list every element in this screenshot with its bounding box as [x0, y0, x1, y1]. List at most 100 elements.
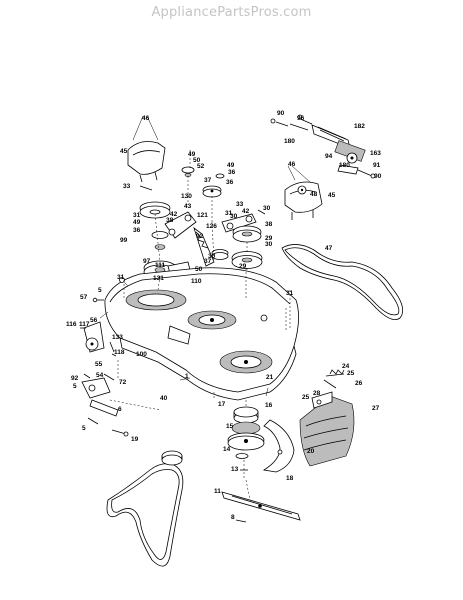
belt-cover-left — [127, 115, 166, 191]
part-label: 6 — [118, 406, 122, 413]
part-label: 163 — [370, 150, 381, 157]
part-label: 42 — [242, 208, 250, 215]
part-label: 90 — [374, 173, 382, 180]
right-spindle-pulley-stack — [231, 209, 266, 300]
part-label: 47 — [325, 245, 333, 252]
deck-belt — [281, 244, 404, 321]
baffle-guard — [262, 419, 295, 473]
part-label: 5 — [98, 287, 102, 294]
part-label: 96 — [297, 115, 305, 122]
part-label: 1 — [185, 373, 189, 380]
part-label: 49 — [227, 162, 235, 169]
part-label: 8 — [231, 514, 235, 521]
part-label: 30 — [263, 205, 271, 212]
part-label: 111 — [155, 262, 166, 269]
part-label: 52 — [197, 163, 205, 170]
part-label: 30 — [230, 213, 238, 220]
part-label: 45 — [328, 192, 336, 199]
part-label: 118 — [114, 349, 125, 356]
part-label: 36 — [133, 227, 141, 234]
mower-deck — [99, 267, 299, 401]
mower-blade — [221, 479, 301, 523]
part-label: 21 — [266, 374, 274, 381]
part-label: 18 — [286, 475, 294, 482]
part-label: 14 — [223, 446, 231, 453]
part-label: 38 — [166, 217, 174, 224]
part-label: 46 — [142, 115, 150, 122]
idler-bracket-arms — [164, 211, 257, 267]
part-label: 33 — [123, 183, 131, 190]
part-label: 116 — [66, 321, 77, 328]
part-label: 180 — [284, 138, 295, 145]
part-label: 117 — [79, 321, 90, 328]
part-label: 92 — [196, 233, 204, 240]
part-label: 92 — [71, 375, 79, 382]
part-label: 29 — [265, 235, 273, 242]
part-label: 99 — [120, 237, 128, 244]
part-label: 46 — [288, 161, 296, 168]
center-idler-pulley — [181, 166, 225, 222]
part-label: 16 — [265, 402, 273, 409]
part-label: 28 — [313, 390, 321, 397]
part-label: 24 — [342, 363, 350, 370]
part-label: 31 — [225, 210, 233, 217]
part-label: 45 — [120, 148, 128, 155]
part-label: 15 — [226, 423, 234, 430]
part-label: 42 — [170, 211, 178, 218]
part-label: 30 — [265, 241, 273, 248]
drive-belt — [106, 450, 184, 567]
part-label: 13 — [231, 466, 239, 473]
part-label: 50 — [195, 266, 203, 273]
part-label: 31 — [286, 290, 294, 297]
part-label: 57 — [80, 294, 88, 301]
part-label: 49 — [188, 151, 196, 158]
part-label: 38 — [265, 221, 273, 228]
part-label: 25 — [347, 370, 355, 377]
front-linkage — [81, 360, 161, 437]
part-label: 33 — [236, 201, 244, 208]
part-label: 37 — [204, 177, 212, 184]
part-label: 40 — [160, 395, 168, 402]
part-label: 97 — [143, 258, 151, 265]
part-label: 36 — [226, 179, 234, 186]
blade-spindle-assembly — [227, 400, 265, 480]
part-label: 54 — [96, 372, 104, 379]
part-label: 50 — [193, 157, 201, 164]
part-label: 133 — [112, 334, 123, 341]
part-label: 180 — [339, 162, 350, 169]
part-label: 25 — [302, 394, 310, 401]
part-label: 31 — [117, 274, 125, 281]
part-label: 27 — [372, 405, 380, 412]
part-number-labels: 90 96 182 180 163 94 180 91 90 46 46 45 … — [66, 110, 382, 521]
part-label: 131 — [153, 275, 164, 282]
part-label: 48 — [310, 191, 318, 198]
belt-cover-right — [284, 165, 323, 220]
part-label: 5 — [82, 425, 86, 432]
part-label: 19 — [131, 436, 139, 443]
part-label: 91 — [373, 162, 381, 169]
watermark: AppliancePartsPros.com — [151, 5, 312, 20]
part-label: 94 — [325, 153, 333, 160]
part-label: 126 — [206, 223, 217, 230]
deflector-rod-assembly — [270, 114, 376, 179]
left-gauge-wheel-bracket — [80, 297, 117, 357]
discharge-chute — [299, 369, 355, 467]
part-label: 182 — [354, 123, 365, 130]
part-label: 11 — [214, 488, 221, 495]
part-label: 29 — [239, 263, 247, 270]
part-label: 49 — [133, 219, 141, 226]
part-label: 37 — [204, 258, 212, 265]
part-label: 100 — [136, 351, 147, 358]
part-label: 31 — [133, 212, 141, 219]
part-label: 5 — [73, 383, 77, 390]
part-label: 56 — [90, 317, 98, 324]
part-label: 90 — [277, 110, 285, 117]
part-label: 26 — [355, 380, 363, 387]
part-label: 130 — [181, 193, 192, 200]
part-label: 55 — [95, 361, 103, 368]
part-label: 43 — [184, 203, 192, 210]
part-label: 17 — [218, 401, 226, 408]
part-label: 30 — [208, 253, 216, 260]
part-label: 36 — [228, 169, 236, 176]
